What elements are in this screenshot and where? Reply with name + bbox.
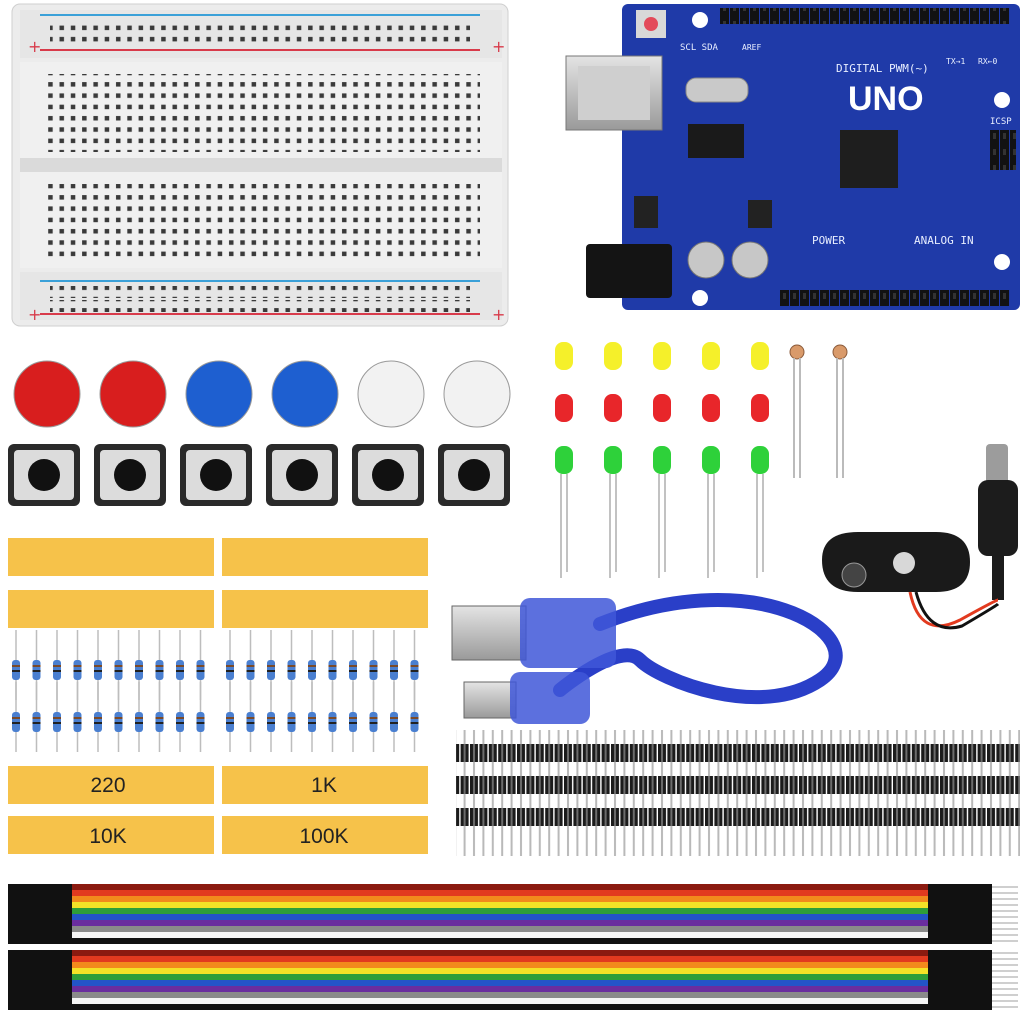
button-cap — [13, 360, 81, 428]
led — [604, 394, 622, 422]
arduino-rx-label: RX←0 — [978, 57, 997, 66]
arduino-model-label: UNO — [848, 80, 924, 118]
tactile-switch — [352, 444, 424, 506]
resistor-labels: 220 1K 10K 100K — [89, 774, 348, 848]
button-cap — [357, 360, 425, 428]
tactile-switch — [180, 444, 252, 506]
svg-text:+: + — [492, 37, 505, 56]
resistor-packs — [8, 538, 428, 854]
resistor-pack — [222, 538, 428, 854]
led — [555, 394, 573, 422]
arduino-aref-label: AREF — [742, 43, 761, 52]
button-cap — [185, 360, 253, 428]
button-caps — [13, 360, 511, 428]
led — [653, 342, 671, 370]
arduino-scl-sda-label: SCL SDA — [680, 43, 719, 53]
led — [751, 342, 769, 370]
resistor-pack — [8, 538, 214, 854]
led — [604, 342, 622, 370]
button-cap — [99, 360, 167, 428]
led — [555, 446, 573, 578]
svg-text:+: + — [492, 305, 505, 324]
breadboard: + + + + — [11, 3, 509, 327]
tactile-switch — [266, 444, 338, 506]
resistor-label-100k: 100K — [299, 825, 348, 848]
dc-power-plug — [978, 444, 1018, 600]
photoresistors — [789, 344, 848, 478]
led — [653, 446, 671, 578]
svg-text:+: + — [28, 305, 41, 324]
arduino-uno-board: UNO DIGITAL PWM(~) POWER ANALOG IN ICSP … — [565, 4, 1020, 310]
arduino-analog-label: ANALOG IN — [914, 234, 974, 247]
led — [604, 446, 622, 578]
jumper-wire-ribbon — [8, 884, 1018, 1010]
tactile-switches — [8, 444, 510, 506]
resistor-label-10k: 10K — [89, 825, 126, 848]
resistor-label-220: 220 — [90, 774, 125, 797]
jumper-wire-band — [8, 950, 1018, 1010]
arduino-digital-label: DIGITAL PWM(~) — [836, 62, 929, 75]
led — [653, 394, 671, 422]
svg-text:+: + — [28, 37, 41, 56]
resistor-label-1k: 1K — [311, 774, 337, 797]
tactile-switch — [438, 444, 510, 506]
led-set — [555, 342, 769, 578]
usb-cable — [451, 593, 843, 724]
led — [702, 394, 720, 422]
tactile-switch — [8, 444, 80, 506]
led — [751, 394, 769, 422]
battery-snap-clip — [822, 532, 1000, 630]
button-cap — [271, 360, 339, 428]
button-cap — [443, 360, 511, 428]
arduino-icsp-label: ICSP — [990, 117, 1012, 127]
arduino-power-label: POWER — [812, 234, 845, 247]
jumper-wire-band — [8, 884, 1018, 944]
led — [702, 342, 720, 370]
led — [702, 446, 720, 578]
led — [751, 446, 769, 578]
led — [555, 342, 573, 370]
tactile-switch — [94, 444, 166, 506]
pin-header-strips — [456, 730, 1020, 856]
arduino-tx-label: TX→1 — [946, 57, 965, 66]
